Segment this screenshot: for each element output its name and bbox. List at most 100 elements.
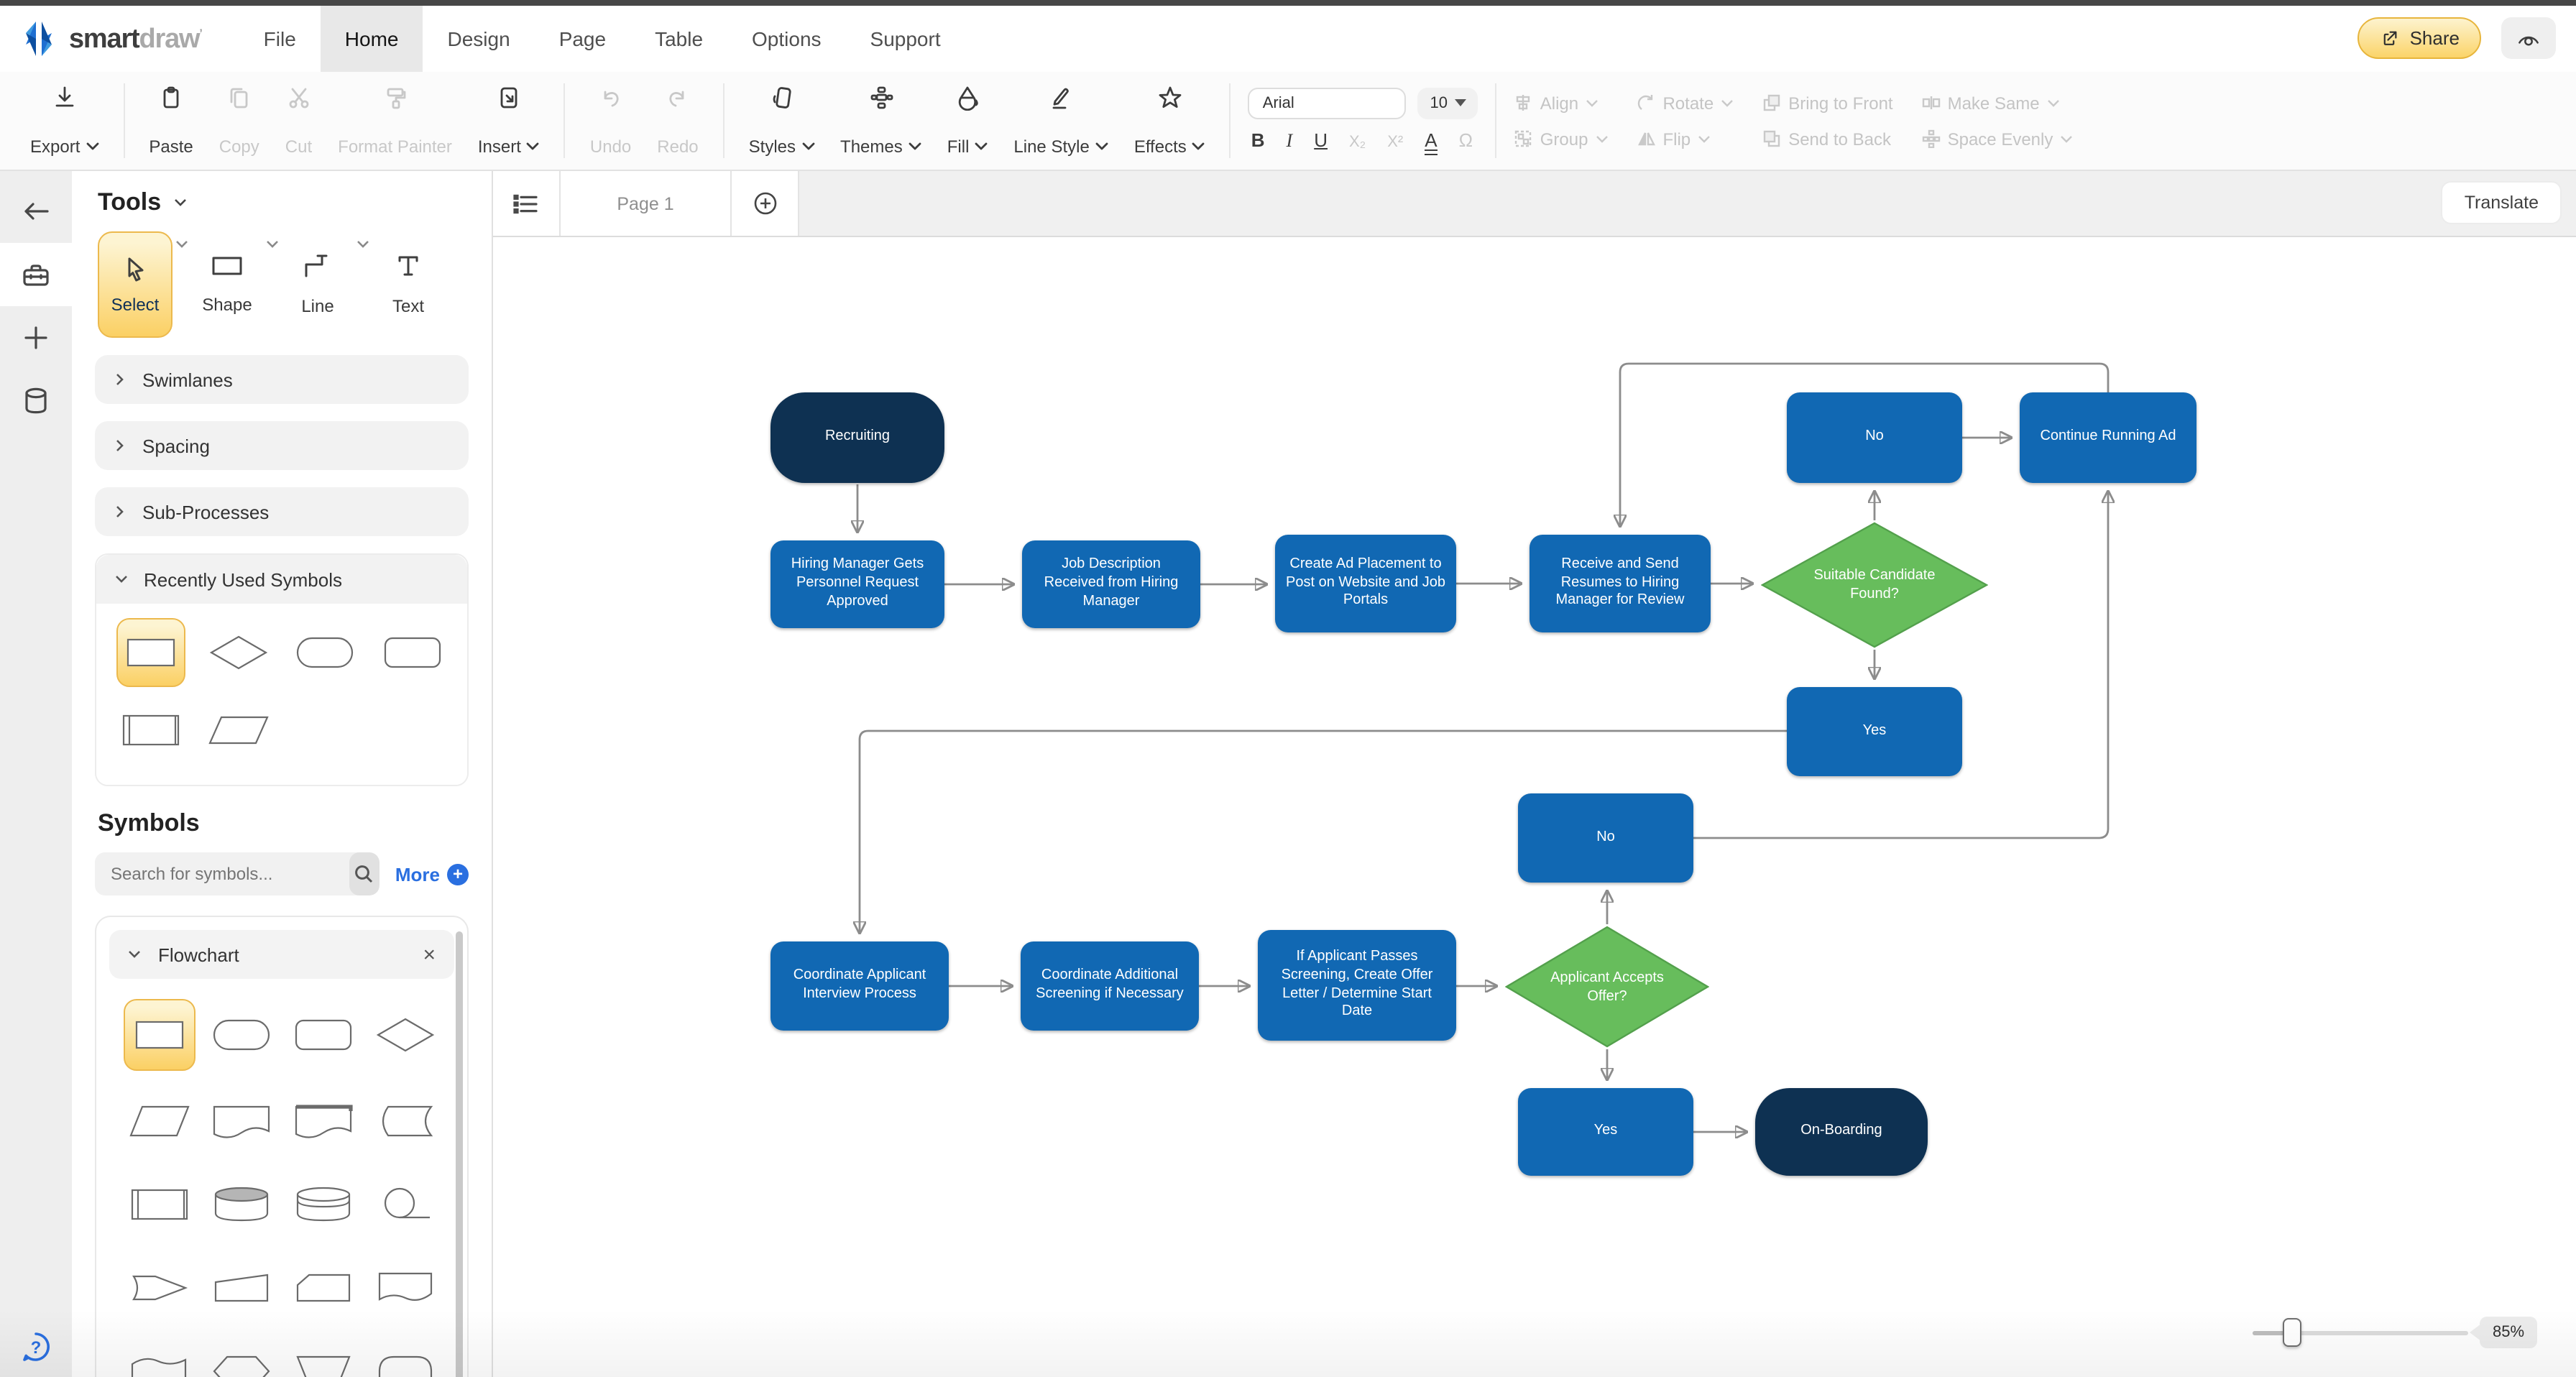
symbol-decision[interactable] bbox=[369, 1002, 441, 1068]
symbol-collate[interactable] bbox=[123, 1255, 195, 1321]
node-yes-accepted[interactable]: Yes bbox=[1518, 1088, 1693, 1176]
symbol-delay-rounded[interactable] bbox=[369, 1338, 441, 1377]
share-button[interactable]: Share bbox=[2358, 17, 2481, 59]
node-job-description[interactable]: Job Description Received from Hiring Man… bbox=[1022, 540, 1200, 628]
menu-file[interactable]: File bbox=[263, 27, 296, 50]
send-to-back-button[interactable]: Send to Back bbox=[1762, 129, 1892, 149]
toolbox-tab[interactable] bbox=[0, 243, 72, 306]
special-character-button[interactable]: Ω bbox=[1458, 129, 1473, 150]
symbol-document[interactable] bbox=[205, 1088, 277, 1154]
select-tool-chevron[interactable] bbox=[175, 240, 188, 249]
symbols-scrollbar-thumb[interactable] bbox=[456, 931, 463, 1377]
effects-button[interactable]: Effects bbox=[1121, 78, 1218, 161]
zoom-slider-track[interactable] bbox=[2253, 1331, 2468, 1335]
presentation-view-button[interactable] bbox=[2501, 17, 2556, 59]
translate-button[interactable]: Translate bbox=[2441, 181, 2562, 224]
recent-symbol-data[interactable] bbox=[204, 696, 273, 765]
symbol-torn-document[interactable] bbox=[369, 1255, 441, 1321]
cut-button[interactable]: Cut bbox=[272, 78, 325, 161]
line-tool-chevron[interactable] bbox=[356, 240, 369, 249]
node-continue-running-ad[interactable]: Continue Running Ad bbox=[2020, 392, 2196, 483]
node-hiring-manager-request[interactable]: Hiring Manager Gets Personnel Request Ap… bbox=[770, 540, 944, 628]
node-receive-send-resumes[interactable]: Receive and Send Resumes to Hiring Manag… bbox=[1530, 535, 1711, 632]
copy-button[interactable]: Copy bbox=[206, 78, 272, 161]
symbol-terminator[interactable] bbox=[205, 1002, 277, 1068]
select-tool[interactable]: Select bbox=[98, 231, 172, 338]
node-recruiting[interactable]: Recruiting bbox=[770, 392, 944, 483]
superscript-button[interactable]: X² bbox=[1387, 133, 1404, 150]
node-create-offer-letter[interactable]: If Applicant Passes Screening, Create Of… bbox=[1258, 930, 1456, 1041]
group-button[interactable]: Group bbox=[1514, 129, 1609, 149]
page-list-button[interactable] bbox=[493, 171, 559, 236]
space-evenly-button[interactable]: Space Evenly bbox=[1922, 129, 2074, 149]
symbol-process[interactable] bbox=[123, 999, 195, 1071]
node-no-suitable[interactable]: No bbox=[1787, 392, 1962, 483]
accordion-spacing[interactable]: Spacing bbox=[95, 421, 469, 470]
node-applicant-accepts-decision[interactable]: Applicant Accepts Offer? bbox=[1505, 926, 1709, 1048]
symbol-manual-operation[interactable] bbox=[287, 1338, 359, 1377]
symbol-magnetic-disk[interactable] bbox=[287, 1171, 359, 1238]
menu-page[interactable]: Page bbox=[558, 27, 607, 50]
menu-home[interactable]: Home bbox=[320, 6, 423, 72]
node-create-ad-placement[interactable]: Create Ad Placement to Post on Website a… bbox=[1275, 535, 1456, 632]
styles-button[interactable]: Styles bbox=[736, 78, 827, 161]
fill-button[interactable]: Fill bbox=[934, 78, 1001, 161]
symbol-data[interactable] bbox=[123, 1088, 195, 1154]
shape-tool[interactable]: Shape bbox=[191, 231, 263, 338]
node-coordinate-screening[interactable]: Coordinate Additional Screening if Neces… bbox=[1021, 941, 1199, 1031]
line-tool[interactable]: Line bbox=[282, 231, 354, 338]
node-no-declined[interactable]: No bbox=[1518, 793, 1693, 883]
export-button[interactable]: Export bbox=[17, 78, 111, 161]
symbol-predefined-process[interactable] bbox=[123, 1171, 195, 1238]
symbol-direct-access-storage[interactable] bbox=[205, 1171, 277, 1238]
symbol-card[interactable] bbox=[287, 1255, 359, 1321]
connector-continue-ad-to-receive-resumes-loop[interactable] bbox=[1620, 362, 2110, 526]
insert-button[interactable]: Insert bbox=[465, 78, 553, 161]
tools-panel-header[interactable]: Tools bbox=[98, 188, 469, 217]
symbol-manual-input[interactable] bbox=[205, 1255, 277, 1321]
text-tool[interactable]: Text bbox=[372, 231, 444, 338]
symbol-preparation-hexagon[interactable] bbox=[205, 1338, 277, 1377]
symbol-alternate-process[interactable] bbox=[287, 1002, 359, 1068]
font-size-select[interactable]: 10 bbox=[1417, 87, 1478, 119]
subscript-button[interactable]: X₂ bbox=[1349, 133, 1366, 150]
symbol-search-button[interactable] bbox=[349, 852, 380, 895]
undo-button[interactable]: Undo bbox=[577, 78, 644, 161]
symbol-flag-wave[interactable] bbox=[123, 1338, 195, 1377]
flowchart-category-header[interactable]: Flowchart × bbox=[109, 930, 454, 979]
symbol-stored-data[interactable] bbox=[369, 1088, 441, 1154]
close-category-icon[interactable]: × bbox=[423, 942, 436, 967]
menu-design[interactable]: Design bbox=[447, 27, 510, 50]
recent-symbol-alternate-process[interactable] bbox=[378, 618, 447, 687]
add-panel-tab[interactable] bbox=[0, 306, 72, 369]
paste-button[interactable]: Paste bbox=[136, 78, 206, 161]
symbol-search-input[interactable] bbox=[95, 852, 349, 895]
make-same-button[interactable]: Make Same bbox=[1922, 93, 2074, 113]
recent-symbol-predefined-process[interactable] bbox=[117, 696, 186, 765]
node-coordinate-interview[interactable]: Coordinate Applicant Interview Process bbox=[770, 941, 949, 1031]
accordion-recently-used[interactable]: Recently Used Symbols bbox=[96, 555, 467, 604]
connector-yes-to-coordinate-interview[interactable] bbox=[860, 729, 1787, 933]
data-panel-tab[interactable] bbox=[0, 369, 72, 433]
flip-button[interactable]: Flip bbox=[1637, 129, 1734, 149]
node-yes-suitable[interactable]: Yes bbox=[1787, 687, 1962, 776]
page-tab[interactable]: Page 1 bbox=[559, 171, 732, 236]
add-page-button[interactable] bbox=[732, 171, 799, 236]
connector-no-to-continue-running-ad-loop[interactable] bbox=[1693, 492, 2108, 839]
recent-symbol-decision[interactable] bbox=[204, 618, 273, 687]
zoom-slider-handle[interactable] bbox=[2283, 1318, 2301, 1347]
line-style-button[interactable]: Line Style bbox=[1000, 78, 1121, 161]
more-symbols-link[interactable]: More + bbox=[395, 863, 469, 885]
drawing-canvas[interactable]: Recruiting Hiring Manager Gets Personnel… bbox=[493, 237, 2576, 1377]
node-suitable-candidate-decision[interactable]: Suitable Candidate Found? bbox=[1761, 522, 1988, 648]
menu-options[interactable]: Options bbox=[752, 27, 822, 50]
font-family-input[interactable] bbox=[1248, 87, 1407, 119]
menu-table[interactable]: Table bbox=[655, 27, 704, 50]
rotate-button[interactable]: Rotate bbox=[1637, 93, 1734, 113]
underline-button[interactable]: U bbox=[1314, 129, 1328, 150]
themes-button[interactable]: Themes bbox=[827, 78, 934, 161]
bring-to-front-button[interactable]: Bring to Front bbox=[1762, 93, 1893, 113]
align-button[interactable]: Align bbox=[1514, 93, 1609, 113]
symbol-sequential-access-storage[interactable] bbox=[369, 1171, 441, 1238]
recent-symbol-terminator[interactable] bbox=[291, 618, 360, 687]
